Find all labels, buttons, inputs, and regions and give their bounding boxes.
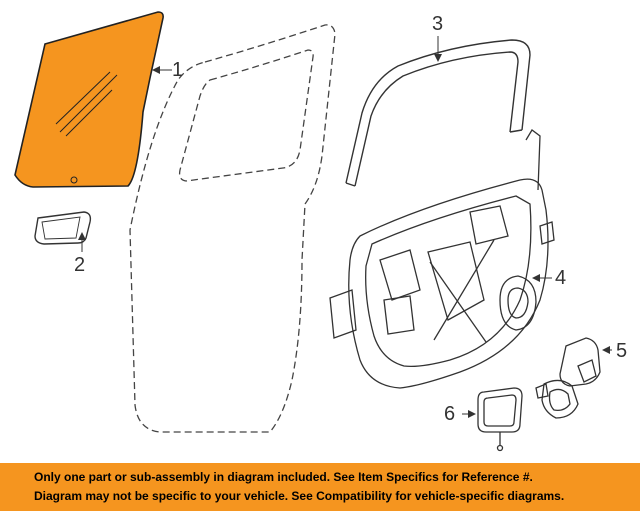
callout-6: 6 xyxy=(444,403,456,425)
access-cover xyxy=(462,387,523,452)
callout-2: 2 xyxy=(74,254,86,276)
door-shell xyxy=(129,24,336,433)
callout-1: 1 xyxy=(172,59,184,81)
glass-run-channel xyxy=(345,36,531,187)
disclaimer-line-1: Only one part or sub-assembly in diagram… xyxy=(34,470,533,484)
disclaimer-line-2: Diagram may not be specific to your vehi… xyxy=(34,489,565,503)
callout-3: 3 xyxy=(432,13,444,35)
disclaimer-banner: Only one part or sub-assembly in diagram… xyxy=(0,463,640,511)
window-motor xyxy=(535,337,612,419)
door-glass xyxy=(14,11,172,188)
callout-5: 5 xyxy=(616,340,628,362)
callout-4: 4 xyxy=(555,267,567,289)
door-handle xyxy=(34,211,92,252)
parts-diagram xyxy=(14,11,612,452)
window-regulator xyxy=(329,129,555,389)
